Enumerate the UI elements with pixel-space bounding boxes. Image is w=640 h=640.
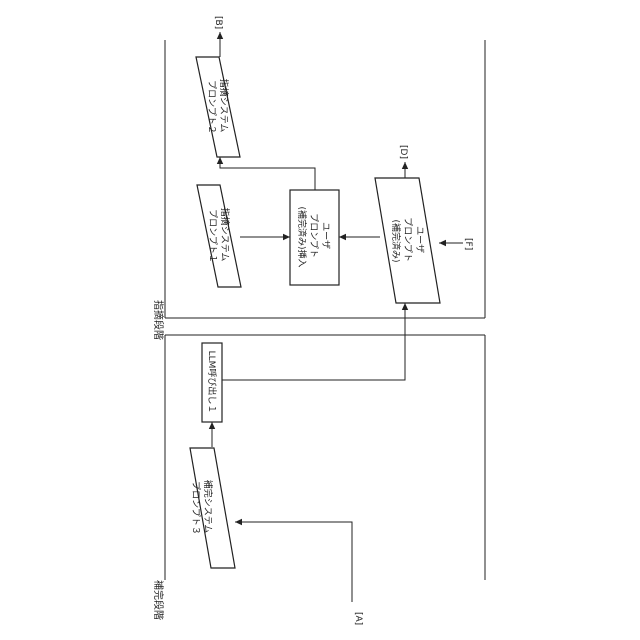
terminal-b: [B] [213, 16, 223, 29]
terminal-d: [D] [398, 145, 408, 159]
llm-call-label: LLM呼び出し１ [206, 351, 218, 414]
node-llm-call-1: LLM呼び出し１ [202, 343, 222, 422]
terminal-a: [A] [353, 612, 363, 625]
completion-prompt-line-2: プロンプト３ [190, 481, 201, 535]
completion-prompt-line-1: 補完システム [202, 480, 214, 534]
inserted-line-2: プロンプト [308, 213, 319, 258]
completion-section-label: 補完段階 [152, 580, 165, 620]
completed-line-3: (補完済み) [390, 219, 402, 262]
connectors [212, 32, 463, 602]
node-pointing-system-prompt-1: 指摘システム プロンプト１ [197, 185, 241, 287]
pointing-prompt1-line-1: 指摘システム [219, 208, 231, 262]
node-user-prompt-inserted: ユーザ プロンプト (補完済み)挿入 [290, 190, 339, 285]
node-user-prompt-completed: ユーザ プロンプト (補完済み) [375, 178, 440, 303]
terminal-f: [F] [463, 238, 473, 250]
inserted-line-1: ユーザ [320, 222, 331, 249]
pointing-prompt2-line-1: 指摘システム [218, 79, 230, 133]
node-pointing-system-prompt-2: 指摘システム プロンプト２ [196, 57, 240, 157]
arrow-inserted-to-pointing-prompt2 [220, 157, 315, 190]
node-completion-system-prompt-3: 補完システム プロンプト３ [190, 448, 235, 568]
completed-line-1: ユーザ [414, 226, 425, 253]
inserted-line-3: (補完済み)挿入 [296, 206, 308, 267]
pointing-prompt2-line-2: プロンプト２ [206, 80, 217, 134]
pointing-section-label: 指摘段階 [152, 300, 165, 340]
pointing-prompt1-line-2: プロンプト１ [207, 209, 218, 263]
completed-line-2: プロンプト [402, 217, 413, 262]
arrow-llm-to-user-prompt [212, 303, 405, 380]
arrow-a-to-completion-prompt [235, 522, 352, 602]
